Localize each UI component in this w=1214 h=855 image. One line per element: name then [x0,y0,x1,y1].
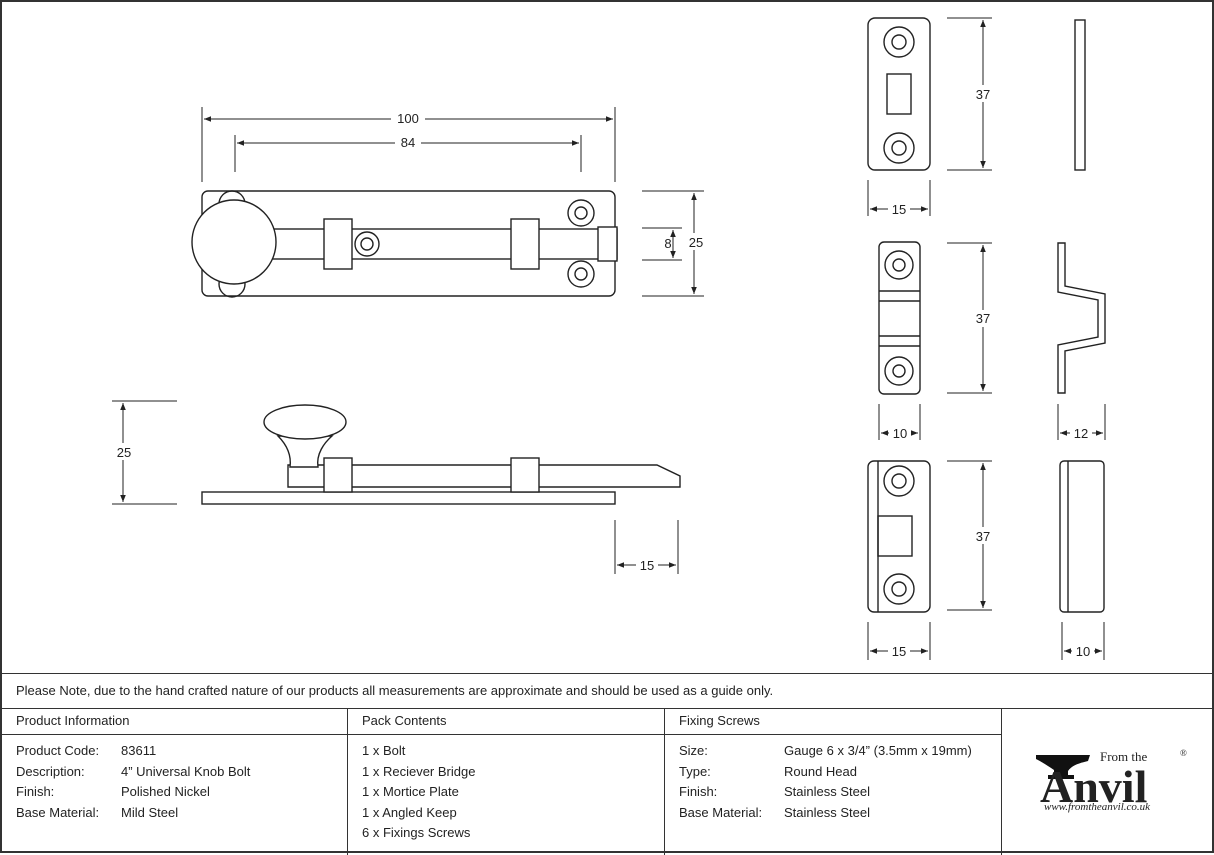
from-the-anvil-logo: From the ® Anvil www.fromtheanvil.co.uk [1036,748,1187,813]
pack-item: 1 x Bolt [362,743,406,758]
fixing-screws-panel: Fixing Screws Size: Gauge 6 x 3/4” (3.5mm… [665,709,1002,855]
dimension-lines-front [201,107,704,297]
logo-from-the: From the [1100,749,1148,764]
measurement-note: Please Note, due to the hand crafted nat… [2,673,1212,709]
base-material-row: Base Material: Mild Steel [16,803,347,824]
dim-keep-width: 10 [893,426,907,441]
screw-type-row: Type: Round Head [679,762,1001,783]
logo-registered-mark: ® [1180,748,1187,758]
screw-size-value: Gauge 6 x 3/4” (3.5mm x 19mm) [784,743,972,758]
dim-bolt-throw: 15 [640,558,654,573]
dim-mortice-height: 37 [976,529,990,544]
dim-mortice-depth: 10 [1076,644,1090,659]
dim-keep-depth: 12 [1074,426,1088,441]
dim-fixing-centres: 84 [401,135,415,150]
product-code-row: Product Code: 83611 [16,741,347,762]
screw-size-row: Size: Gauge 6 x 3/4” (3.5mm x 19mm) [679,741,1001,762]
bolt-side-view [201,404,681,505]
screw-finish-row: Finish: Stainless Steel [679,782,1001,803]
screw-material-value: Stainless Steel [784,804,870,820]
screw-finish-label: Finish: [679,784,718,799]
mortice-plate-view [867,460,1105,613]
finish-row: Finish: Polished Nickel [16,782,347,803]
pack-item: 1 x Mortice Plate [362,784,459,799]
screw-material-label: Base Material: [679,804,763,820]
logo-website: www.fromtheanvil.co.uk [1044,801,1151,813]
pack-item: 1 x Reciever Bridge [362,763,476,779]
screw-type-label: Type: [679,763,711,779]
description-label: Description: [16,763,85,779]
dimension-lines-side [112,400,679,574]
screw-finish-value: Stainless Steel [784,784,870,799]
pack-item: 1 x Angled Keep [362,804,457,820]
dim-bridge-width: 15 [892,202,906,217]
dim-mortice-width: 15 [892,644,906,659]
receiver-bridge-view [867,17,1086,171]
screw-type-value: Round Head [784,763,857,779]
description-value: 4” Universal Knob Bolt [121,763,251,779]
dim-keep-height: 37 [976,311,990,326]
finish-label: Finish: [16,784,55,799]
description-row: Description: 4” Universal Knob Bolt [16,762,347,783]
product-code-label: Product Code: [16,743,100,758]
fixing-screws-heading: Fixing Screws [665,709,1001,735]
finish-value: Polished Nickel [121,784,210,799]
product-code-value: 83611 [121,743,157,758]
dim-overall-length: 100 [397,111,419,126]
bolt-front-view [191,190,618,298]
logo-brand-anvil: Anvil [1040,761,1147,812]
pack-item: 6 x Fixings Screws [362,825,471,840]
base-material-value: Mild Steel [121,804,179,820]
dim-bridge-height: 37 [976,87,990,102]
dimension-lines-keep [878,242,1106,440]
base-material-label: Base Material: [16,804,100,820]
screw-material-row: Base Material: Stainless Steel [679,803,1001,824]
dim-plate-height: 25 [689,235,703,250]
pack-contents-panel: Pack Contents 1 x Bolt 1 x Reciever Brid… [348,709,665,855]
dimension-labels: 100 84 8 25 25 15 37 15 37 10 12 37 15 [114,85,1094,660]
product-information-heading: Product Information [2,709,347,735]
pack-contents-heading: Pack Contents [348,709,664,735]
technical-drawing: 100 84 8 25 25 15 37 15 37 10 12 37 15 [112,17,1106,660]
angled-keep-view [878,241,1106,395]
dim-projection: 25 [117,445,131,460]
product-information-panel: Product Information Product Code: 83611 D… [2,709,348,855]
screw-size-label: Size: [679,743,708,758]
anvil-icon [1036,755,1090,779]
dim-bolt-width: 8 [664,236,671,251]
